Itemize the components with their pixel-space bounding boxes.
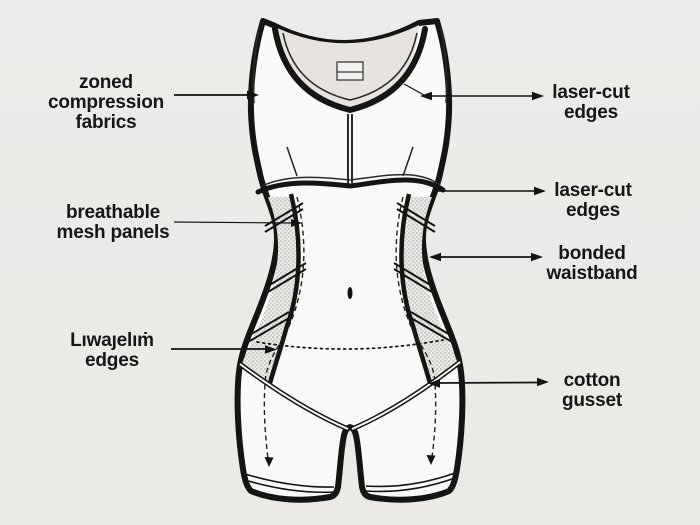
neckline	[272, 26, 428, 114]
navel-mark	[347, 287, 353, 299]
down-arrowhead-right	[426, 455, 436, 465]
mesh-seam-left	[267, 193, 301, 384]
label-zoned-compression: zoned compression fabrics	[47, 72, 165, 133]
underbust-stitch	[261, 173, 441, 187]
center-front-seam	[347, 114, 353, 184]
underbust-band	[255, 177, 446, 195]
waistband-dotted-line	[256, 339, 444, 350]
bust-dart-left	[286, 146, 298, 177]
mesh-panel-left	[241, 193, 307, 384]
label-breathable-mesh: breathable mesh panels	[56, 202, 170, 243]
dashed-seam-left	[263, 196, 305, 467]
arrow-laser-cut-top	[403, 83, 544, 101]
label-liwajelum-edges: Lıwaȷelıṁ edges	[70, 330, 154, 371]
label-laser-cut-mid: laser-cut edges	[554, 180, 632, 221]
arrow-bonded-waistband	[429, 252, 543, 262]
label-cotton-gusset: cotton gusset	[561, 370, 623, 411]
back-tag	[336, 61, 364, 81]
arrow-breathable-mesh	[173, 219, 302, 227]
arrow-cotton-gusset	[428, 377, 549, 388]
arrow-laser-cut-mid	[434, 186, 546, 196]
label-bonded-waistband: bonded waistband	[546, 243, 638, 284]
hem-stitch-left	[244, 473, 335, 494]
mesh-seam-right	[399, 193, 433, 384]
down-arrowhead-left	[264, 457, 274, 467]
bust-dart-right	[402, 146, 414, 177]
dashed-seam-right	[395, 196, 437, 465]
label-laser-cut-top: laser-cut edges	[552, 82, 630, 123]
arrow-liwajelum-edges	[171, 345, 277, 354]
annotation-arrows	[171, 83, 549, 388]
leg-seam-right	[351, 360, 462, 432]
neckline-binding	[282, 32, 418, 101]
hem-stitch-right	[365, 472, 456, 493]
arrow-zoned-compression	[174, 90, 259, 100]
leg-seam-left	[238, 361, 349, 432]
mesh-panel-right	[393, 193, 459, 384]
